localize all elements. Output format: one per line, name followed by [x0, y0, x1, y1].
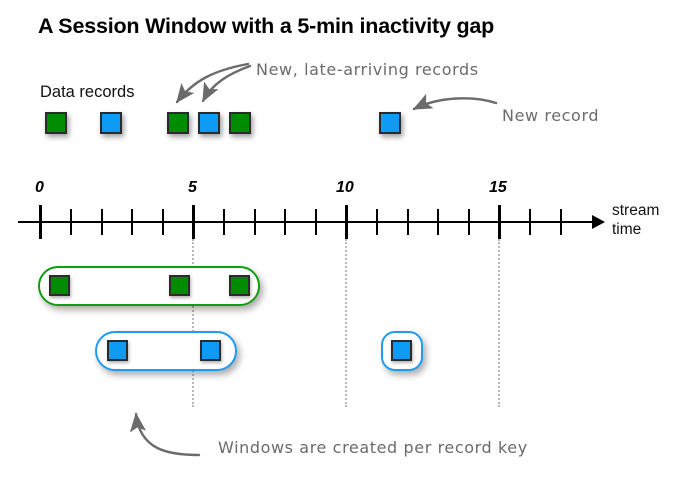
axis-tick-major-10: [345, 205, 348, 239]
axis-tick-minor: [560, 209, 562, 235]
arrow-to-late-green-icon: [175, 62, 250, 104]
axis-tick-minor: [70, 209, 72, 235]
axis-tick-major-0: [39, 205, 42, 239]
axis-tick-minor: [131, 209, 133, 235]
window-record-green: [169, 275, 190, 296]
axis-tick-minor: [223, 209, 225, 235]
record-square-green-late: [167, 112, 189, 134]
arrow-to-new-record-icon: [412, 93, 498, 111]
window-record-blue: [200, 340, 221, 361]
record-square-blue-late: [198, 112, 220, 134]
window-record-green: [229, 275, 250, 296]
axis-tick-minor: [529, 209, 531, 235]
stream-time-line-2: time: [612, 221, 642, 238]
annotation-late-arriving-records: New, late-arriving records: [256, 60, 479, 79]
axis-tick-minor: [284, 209, 286, 235]
arrow-to-late-blue-icon: [201, 64, 252, 103]
record-square-blue-new: [379, 112, 401, 134]
record-square-green-2: [229, 112, 251, 134]
data-records-label: Data records: [40, 83, 135, 101]
record-square-blue: [100, 112, 122, 134]
page-title: A Session Window with a 5-min inactivity…: [38, 14, 495, 38]
axis-arrow-icon: [592, 215, 605, 229]
window-record-blue: [107, 340, 128, 361]
axis-tick-minor: [468, 209, 470, 235]
axis-label-0: 0: [35, 179, 44, 196]
stream-time-axis-label: stream time: [612, 201, 680, 239]
guide-line-t5: [192, 239, 194, 407]
axis-tick-minor: [315, 209, 317, 235]
axis-tick-minor: [162, 209, 164, 235]
session-window-green: [38, 266, 260, 306]
axis-label-5: 5: [188, 179, 197, 196]
axis-label-10: 10: [336, 179, 354, 196]
annotation-windows-per-key: Windows are created per record key: [218, 438, 528, 457]
axis-tick-major-15: [498, 205, 501, 239]
axis-tick-minor: [437, 209, 439, 235]
axis-tick-minor: [376, 209, 378, 235]
axis-tick-minor: [407, 209, 409, 235]
stream-time-line-1: stream: [612, 202, 660, 219]
stream-time-axis-line: [18, 221, 596, 223]
guide-line-t15: [498, 239, 500, 407]
arrow-to-blue-window-icon: [129, 412, 201, 457]
guide-line-t10: [345, 239, 347, 407]
axis-tick-minor: [101, 209, 103, 235]
window-record-green: [49, 275, 70, 296]
axis-label-15: 15: [489, 179, 507, 196]
window-record-blue: [391, 340, 412, 361]
annotation-new-record: New record: [502, 106, 600, 125]
axis-tick-minor: [254, 209, 256, 235]
axis-tick-major-5: [192, 205, 195, 239]
record-square-green: [45, 112, 67, 134]
